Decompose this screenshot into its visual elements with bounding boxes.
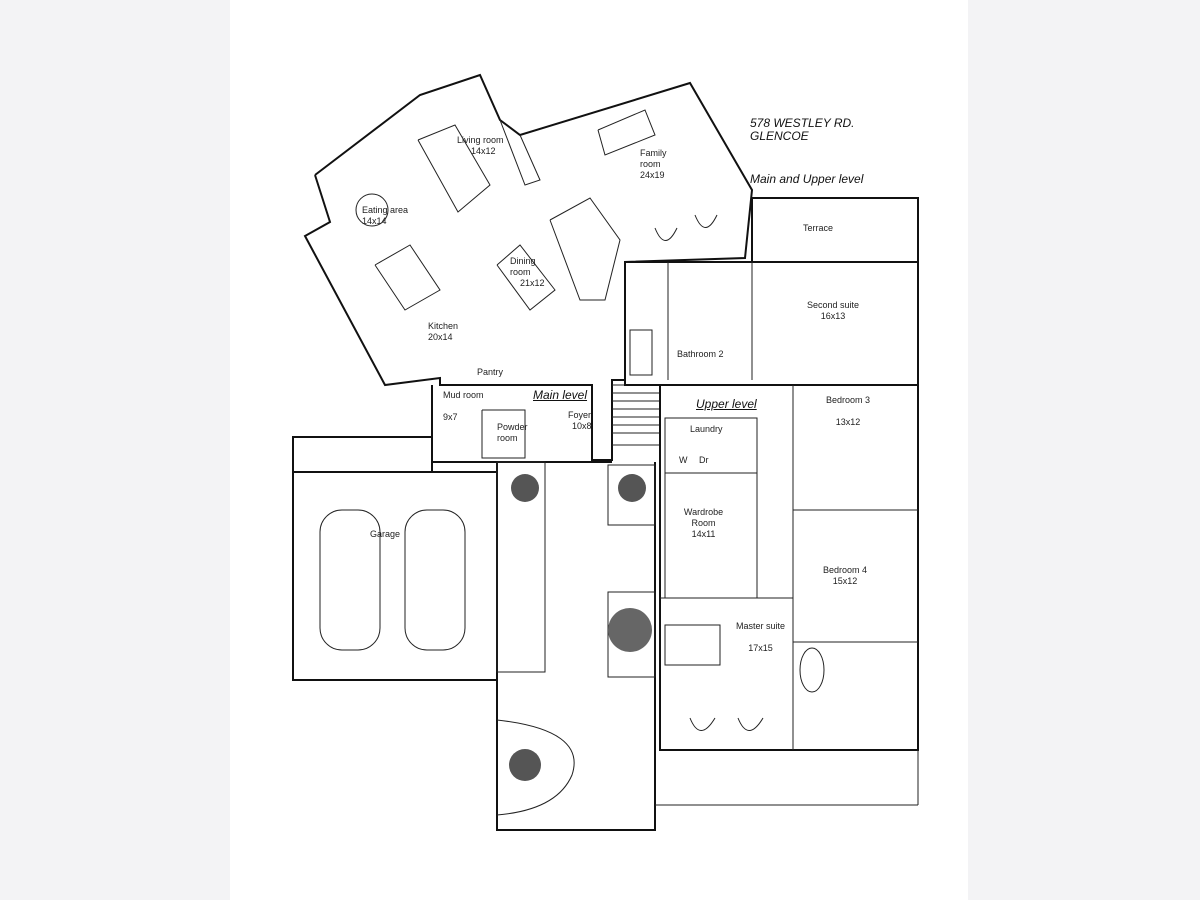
bedroom-3-label: Bedroom 3 13x12 [823,395,873,428]
room-name: Dining room [510,256,536,277]
planter [607,591,656,678]
main-house-wall [303,73,754,461]
room-name: Master suite [735,621,786,631]
garage-label: Garage [370,529,401,539]
wardrobe-wall [664,472,758,599]
room-name: Living room [457,135,504,145]
chairs [654,214,718,241]
room-size: 13x12 [835,417,861,427]
upper-south-wall [659,384,919,751]
bathroom-2-label: Bathroom 2 [677,349,724,359]
chairs [689,717,764,731]
powder-room-wall [481,409,526,459]
address-line2: GLENCOE [750,129,809,143]
laundry-label: Laundry [690,424,723,434]
car-icon [319,509,381,651]
planter [496,461,546,673]
garage-entry-wall [292,436,433,473]
sofa [597,109,656,156]
terrace-label: Terrace [803,223,834,233]
room-size: 20x14 [428,332,453,342]
room-size: 9x7 [443,412,458,422]
sofa [417,124,491,213]
car-icon [404,509,466,651]
pantry-label: Pantry [477,367,504,377]
room-name: Second suite [806,300,860,310]
tree-icon [618,474,646,502]
plan-subtitle: Main and Upper level [750,172,864,186]
upper-north-wall [624,261,919,386]
room-size: 14x12 [471,146,496,156]
planter [607,464,656,526]
room-name: Mud room [443,390,484,400]
upper-level-label: Upper level [696,397,757,411]
bed-icon [664,624,721,666]
bathtub-icon [799,647,825,693]
bathtub-icon [629,329,653,376]
room-name: Foyer [568,410,592,420]
room-size: 14x14 [362,216,387,226]
room-name: Family room [640,148,667,169]
room-name: Wardrobe Room [683,507,724,528]
stairs [612,384,661,446]
fireplace [549,197,621,301]
powder-room-label: Powder room [497,422,528,443]
room-size: 17x15 [748,643,773,653]
room-size: 15x12 [832,576,858,586]
garden-bed [496,719,575,816]
tree-icon [509,749,541,781]
eating-table [355,193,389,227]
stair-treads [612,392,660,434]
room-name: Bedroom 4 [822,565,868,575]
kitchen-island [374,244,441,311]
room-size: 10x8 [572,421,592,431]
room-size: 14x11 [691,529,716,539]
address-line1: 578 WESTLEY RD. [750,116,855,130]
room-name: Bedroom 3 [825,395,871,405]
room-size: 21x12 [520,278,545,288]
interior-wall [499,119,541,186]
room-name: Eating area [362,205,409,215]
room-size: 16x13 [820,311,846,321]
dining-table [496,244,556,311]
terrace-wall [751,197,919,263]
washer-label: W [679,455,688,465]
mud-room-label: Mud room 9x7 [443,390,484,423]
main-level-label: Main level [533,388,588,402]
dryer-label: Dr [699,455,709,465]
tree-icon [608,608,652,652]
room-name: Kitchen [428,321,459,331]
garage-wall [292,471,498,681]
tree-icon [511,474,539,502]
room-size: 24x19 [640,170,665,180]
master-suite-label: Master suite 17x15 [733,621,788,654]
